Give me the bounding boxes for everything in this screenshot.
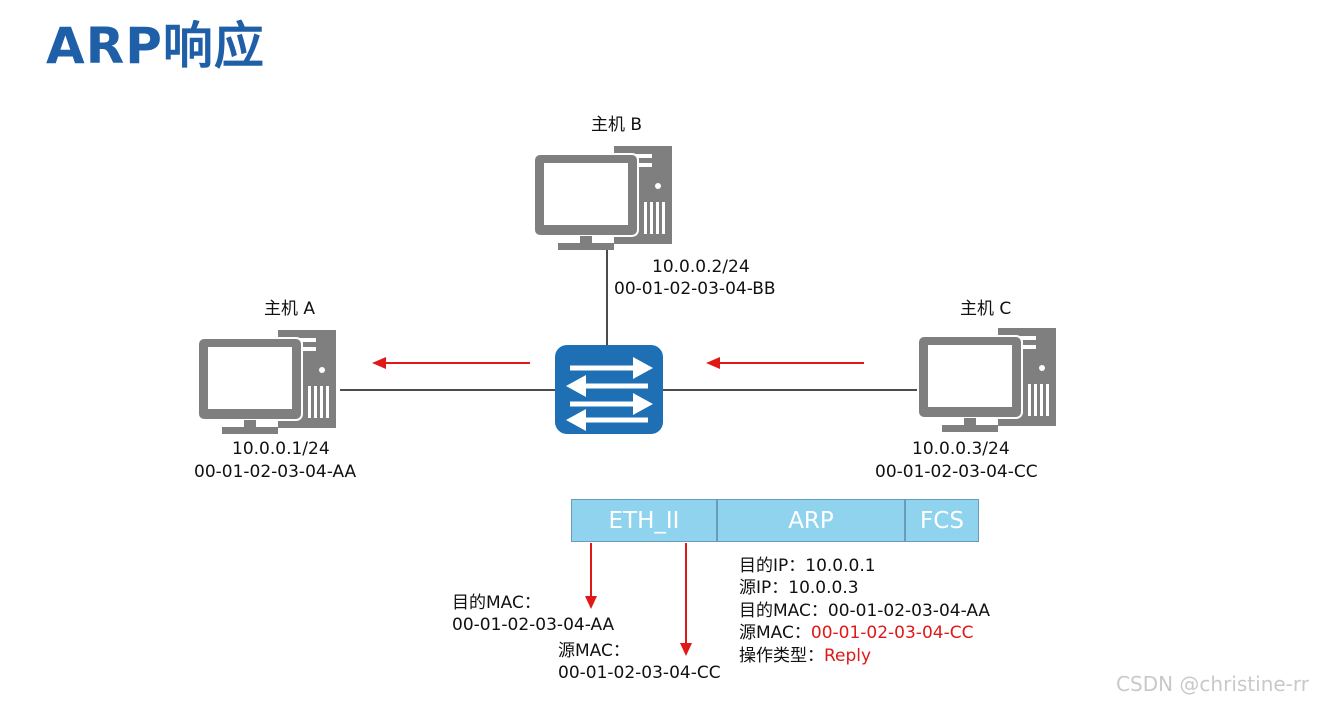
host-b-ip: 10.0.0.2/24 [652, 257, 750, 277]
arrow-icon [680, 543, 692, 656]
arrow-icon [372, 357, 530, 369]
page-title: ARP响应 [46, 17, 265, 75]
host-a-mac: 00-01-02-03-04-AA [194, 462, 357, 482]
arp-op-type: 操作类型：Reply [739, 645, 871, 667]
watermark: CSDN @christine-rr [1116, 672, 1309, 696]
eth-src-mac-label: 源MAC： [558, 641, 630, 661]
arp-dst-mac: 目的MAC：00-01-02-03-04-AA [739, 600, 990, 622]
arrow-icon [706, 357, 864, 369]
arp-src-ip-label: 源IP： [739, 578, 789, 598]
arp-op-label: 操作类型： [739, 646, 824, 666]
eth-src-mac-value: 00-01-02-03-04-CC [558, 663, 721, 683]
frame-fcs: FCS [905, 499, 979, 542]
arrow-icon [585, 543, 597, 609]
arp-src-mac: 源MAC：00-01-02-03-04-CC [739, 622, 973, 644]
arp-dst-mac-value: 00-01-02-03-04-AA [827, 601, 991, 621]
host-c-ip: 10.0.0.3/24 [912, 439, 1010, 459]
arp-src-mac-value: 00-01-02-03-04-CC [810, 623, 974, 643]
computer-icon [197, 329, 337, 435]
eth-dst-mac-value: 00-01-02-03-04-AA [452, 615, 615, 635]
arp-dst-mac-label: 目的MAC： [739, 601, 828, 621]
frame-eth-ii: ETH_II [571, 499, 717, 542]
host-a-name: 主机 A [264, 299, 316, 319]
host-b-name: 主机 B [591, 115, 643, 135]
arp-dst-ip-label: 目的IP： [739, 556, 806, 576]
frame-arp: ARP [717, 499, 905, 542]
host-c-name: 主机 C [960, 299, 1012, 319]
arp-dst-ip: 目的IP：10.0.0.1 [739, 555, 876, 577]
arp-op-value: Reply [824, 646, 872, 666]
computer-icon [917, 327, 1057, 433]
computer-icon [533, 145, 673, 251]
switch-icon [555, 345, 663, 434]
eth-dst-mac-label: 目的MAC： [452, 593, 541, 613]
host-a-ip: 10.0.0.1/24 [232, 439, 330, 459]
arp-dst-ip-value: 10.0.0.1 [805, 556, 876, 576]
host-c-mac: 00-01-02-03-04-CC [875, 462, 1038, 482]
arp-src-ip: 源IP：10.0.0.3 [739, 577, 859, 599]
host-b-mac: 00-01-02-03-04-BB [614, 279, 776, 299]
arp-src-mac-label: 源MAC： [739, 623, 811, 643]
arp-src-ip-value: 10.0.0.3 [788, 578, 859, 598]
